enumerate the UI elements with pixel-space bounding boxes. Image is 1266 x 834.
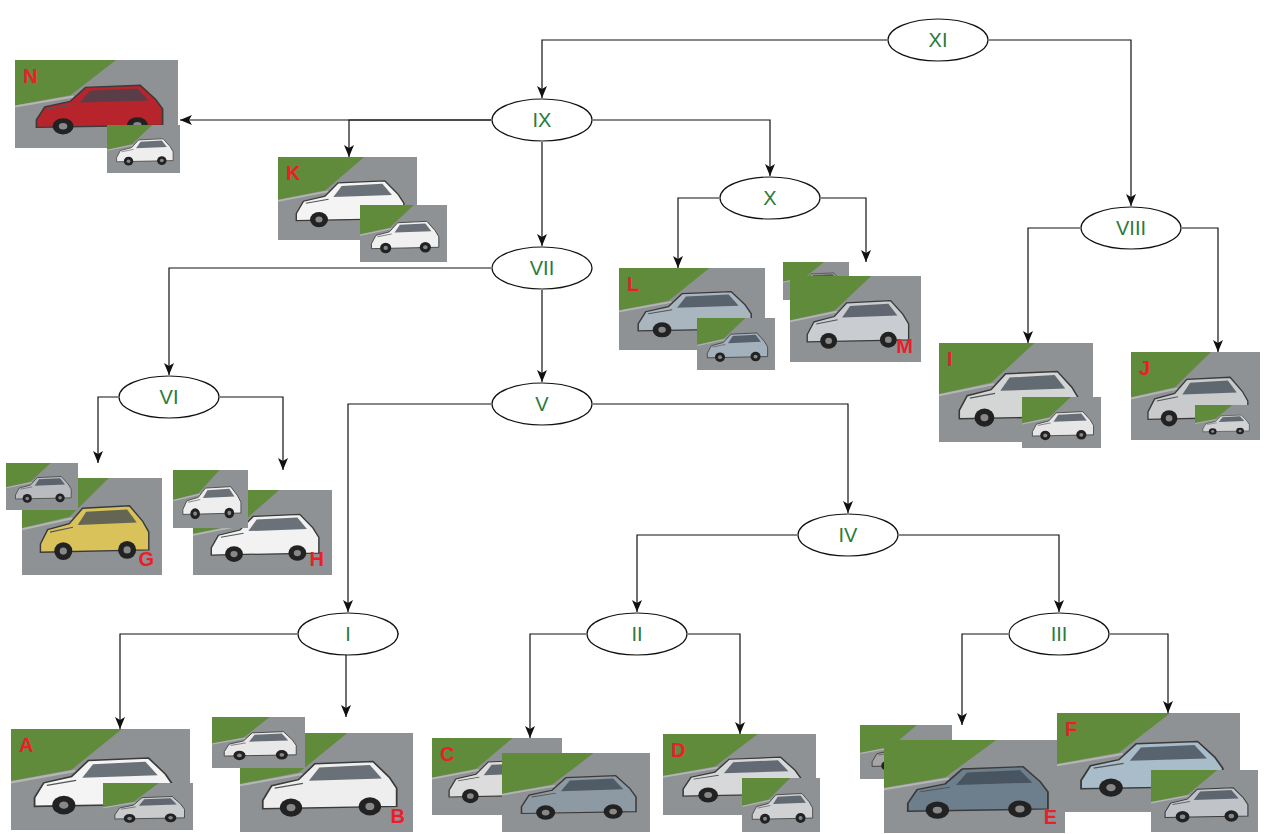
vehicle-image-group: D (663, 734, 820, 832)
tree-connector (962, 634, 1008, 725)
tree-connector (220, 397, 283, 470)
vehicle-image-group: L (619, 268, 775, 370)
tree-connector (169, 268, 491, 375)
tree-connector (899, 535, 1059, 612)
vehicle-letter: K (286, 163, 300, 183)
tree-connector (541, 142, 542, 246)
tree-connector (98, 397, 118, 463)
tree-connector (821, 198, 866, 262)
cluster-label: XI (929, 29, 948, 51)
tree-connector (348, 404, 491, 612)
vehicle-image-group: F (1057, 713, 1258, 832)
cluster-ellipse: IX (491, 98, 593, 142)
tree-connector (541, 290, 542, 382)
tree-connector (593, 120, 770, 176)
tree-connector (989, 40, 1131, 206)
vehicle-image-group: G (6, 463, 162, 575)
vehicle-letter: A (19, 735, 33, 755)
vehicle-letter: N (23, 66, 37, 86)
vehicle-letter: M (896, 336, 913, 356)
vehicle-image-group: K (278, 157, 447, 262)
vehicle-image-group: I (939, 343, 1101, 448)
cluster-label: III (1051, 623, 1068, 645)
cluster-label: IX (533, 109, 552, 131)
tree-connector (542, 40, 887, 98)
cluster-label: IV (839, 524, 858, 546)
vehicle-image-group: J (1131, 352, 1260, 440)
cluster-label: X (763, 187, 776, 209)
vehicle-letter: C (440, 744, 454, 764)
vehicle-image-group: B (212, 717, 413, 832)
tree-connector (120, 634, 297, 729)
vehicle-image-group: C (432, 738, 650, 832)
cluster-label: II (631, 623, 642, 645)
cluster-label: VIII (1116, 217, 1146, 239)
tree-connector (678, 198, 719, 268)
tree-connector (1110, 634, 1168, 713)
tree-connector (349, 120, 491, 157)
vehicle-letter: B (391, 806, 405, 826)
tree-connector (688, 634, 740, 734)
vehicle-letter: E (1044, 807, 1057, 827)
vehicle-letter: I (947, 349, 953, 369)
tree-connector (530, 634, 586, 738)
vehicle-letter: D (671, 740, 685, 760)
cluster-ellipse: V (491, 382, 593, 426)
cluster-label: VI (160, 386, 179, 408)
cluster-ellipse: III (1008, 612, 1110, 656)
cluster-label: VII (530, 257, 554, 279)
tree-connector (1028, 228, 1080, 343)
cluster-ellipse: II (586, 612, 688, 656)
vehicle-letter: L (627, 274, 639, 294)
cluster-ellipse: I (297, 612, 399, 656)
vehicle-image-group: A (11, 729, 193, 830)
cluster-ellipse: VII (491, 246, 593, 290)
vehicle-image-group: E (860, 725, 1065, 833)
vehicle-image-group: N (15, 60, 180, 173)
tree-connector (637, 535, 797, 612)
cluster-ellipse: X (719, 176, 821, 220)
tree-connector (593, 404, 848, 513)
vehicle-letter: G (138, 549, 154, 569)
cluster-ellipse: VI (118, 375, 220, 419)
vehicle-letter: H (310, 549, 324, 569)
cluster-ellipse: VIII (1080, 206, 1182, 250)
vehicle-image-group: M (783, 262, 921, 362)
cluster-ellipse: XI (887, 18, 989, 62)
cluster-label: I (345, 623, 351, 645)
vehicle-letter: J (1139, 358, 1150, 378)
vehicle-image-group: H (173, 470, 332, 575)
vehicle-letter: F (1065, 719, 1077, 739)
cluster-label: V (535, 393, 548, 415)
tree-connector (1182, 228, 1218, 352)
cluster-ellipse: IV (797, 513, 899, 557)
